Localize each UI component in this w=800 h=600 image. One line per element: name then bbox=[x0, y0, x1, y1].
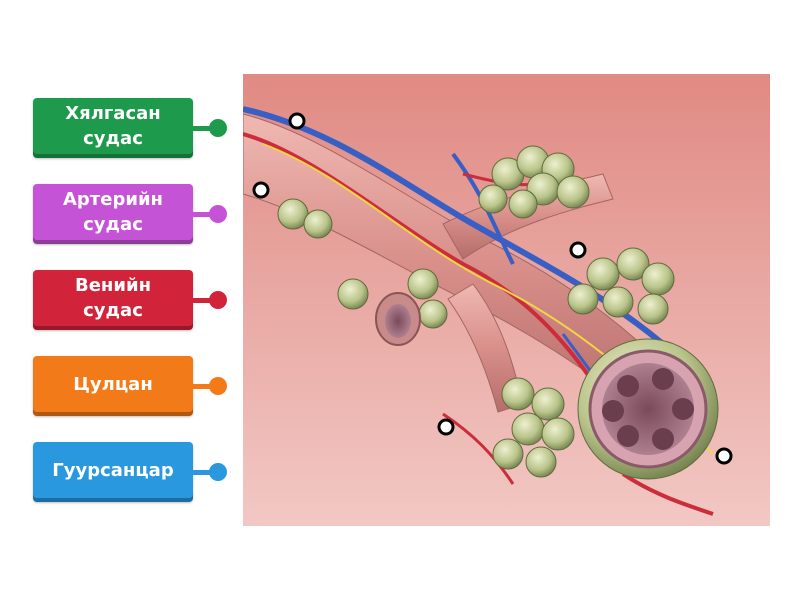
label-connector bbox=[193, 212, 213, 217]
label-connector bbox=[193, 470, 213, 475]
label-text: Гуурсанцар bbox=[52, 459, 174, 481]
alveoli-cluster-top bbox=[478, 145, 590, 219]
drop-target-4[interactable] bbox=[437, 418, 455, 436]
label-tile-alveolus[interactable]: Цулцан bbox=[33, 356, 193, 416]
alveolar-sac-cross-section bbox=[577, 338, 719, 480]
label-text: Артерийн судас bbox=[62, 189, 163, 235]
label-connector bbox=[193, 384, 213, 389]
drop-target-3[interactable] bbox=[569, 241, 587, 259]
lung-alveoli-illustration bbox=[243, 74, 770, 526]
label-drag-handle[interactable] bbox=[209, 463, 227, 481]
label-text: Цулцан bbox=[73, 373, 153, 395]
label-drag-handle[interactable] bbox=[209, 205, 227, 223]
label-tile-vein[interactable]: Венийн судас bbox=[33, 270, 193, 330]
label-connector bbox=[193, 126, 213, 131]
label-drag-handle[interactable] bbox=[209, 119, 227, 137]
label-text: Венийн судас bbox=[74, 275, 152, 321]
label-connector bbox=[193, 298, 213, 303]
alveoli-cluster-left bbox=[277, 198, 448, 329]
drop-target-5[interactable] bbox=[715, 447, 733, 465]
label-tile-bronchiole[interactable]: Гуурсанцар bbox=[33, 442, 193, 502]
label-drag-handle[interactable] bbox=[209, 291, 227, 309]
label-drag-handle[interactable] bbox=[209, 377, 227, 395]
drop-target-1[interactable] bbox=[288, 112, 306, 130]
label-text: Хялгасан судас bbox=[65, 103, 161, 149]
alveoli-cluster-bottom bbox=[492, 377, 575, 478]
alveoli-cluster-middle bbox=[567, 247, 675, 325]
alveoli-drawing bbox=[243, 74, 770, 526]
label-tile-capillary[interactable]: Хялгасан судас bbox=[33, 98, 193, 158]
drop-target-2[interactable] bbox=[252, 181, 270, 199]
label-tile-artery[interactable]: Артерийн судас bbox=[33, 184, 193, 244]
